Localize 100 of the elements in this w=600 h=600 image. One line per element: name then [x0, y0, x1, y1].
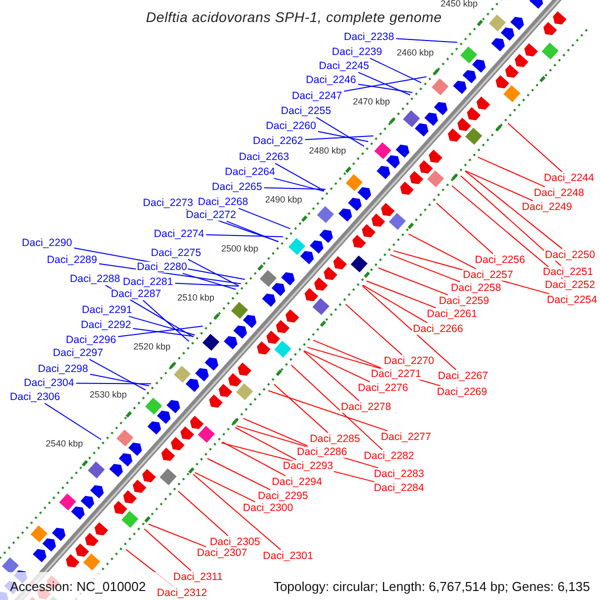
- gene-label: Daci_2244: [542, 172, 596, 184]
- leader-line: [132, 328, 194, 337]
- scale-label: 2500 kbp: [221, 244, 258, 254]
- gene-label: Daci_2293: [282, 460, 334, 472]
- gene-label: Daci_2263: [238, 152, 290, 162]
- leader-line: [118, 326, 204, 338]
- leader-line: [76, 382, 152, 384]
- leader-line: [144, 528, 192, 572]
- gene-label: Daci_2275: [150, 248, 202, 258]
- gene-label: Daci_2289: [46, 254, 98, 266]
- leader-line: [44, 402, 102, 440]
- leader-line: [362, 284, 428, 324]
- gene-label: Daci_2249: [520, 202, 574, 212]
- leader-line: [358, 72, 411, 96]
- gene-label: Daci_2277: [380, 432, 432, 442]
- gene-label: Daci_2274: [152, 228, 206, 240]
- gene-label: Daci_2248: [532, 188, 586, 198]
- gene-label: Daci_2271: [370, 368, 422, 380]
- gene-label: Daci_2272: [184, 210, 238, 220]
- gene-label: Daci_2288: [68, 274, 122, 284]
- gene-label: Daci_2262: [252, 136, 304, 146]
- scale-label: 2480 kbp: [308, 146, 346, 156]
- leader-line: [242, 418, 308, 446]
- gene-label: Daci_2298: [36, 364, 90, 374]
- leader-line: [451, 185, 564, 280]
- gene-label: Daci_2304: [22, 378, 76, 388]
- gene-label: Daci_2295: [256, 490, 310, 502]
- gene-label: Daci_2292: [80, 320, 132, 330]
- leader-line: [390, 254, 460, 282]
- leader-line: [316, 116, 365, 147]
- scale-label: 2450 kbp: [440, 0, 478, 9]
- leader-line: [464, 170, 563, 250]
- leader-line: [370, 58, 422, 84]
- gene-label: Daci_2252: [544, 280, 596, 290]
- gene-label: Daci_2286: [296, 446, 348, 458]
- gene-label: Daci_2306: [8, 392, 62, 402]
- leader-line: [274, 162, 325, 192]
- gene-label: Daci_2301: [262, 550, 314, 562]
- leader-line: [345, 304, 402, 356]
- gene-label: Daci_2305: [208, 536, 262, 548]
- gene-label: Daci_2257: [462, 270, 514, 280]
- gene-label: Daci_2290: [20, 238, 74, 248]
- leader-line: [234, 427, 297, 460]
- gene-label: Daci_2256: [474, 254, 526, 266]
- leader-line: [477, 156, 546, 188]
- leader-line: [238, 208, 291, 230]
- leader-line: [264, 187, 326, 190]
- leader-line: [206, 234, 284, 238]
- leader-line: [222, 441, 286, 476]
- gene-label: Daci_2300: [242, 502, 294, 514]
- gene-label: Daci_2264: [224, 166, 276, 178]
- gene-label: Daci_2276: [356, 382, 410, 394]
- leader-line: [178, 490, 228, 536]
- leader-line: [274, 384, 328, 434]
- gene-label: Daci_2250: [544, 250, 596, 260]
- leader-line: [312, 340, 382, 368]
- leader-line: [174, 282, 240, 287]
- leader-line: [268, 390, 388, 432]
- leader-line: [366, 280, 436, 308]
- leader-line: [182, 272, 236, 290]
- gene-label: Daci_2283: [372, 468, 426, 480]
- leader-line: [303, 350, 360, 402]
- leader-line: [436, 202, 494, 254]
- genome-summary: Topology: circular; Length: 6,767,514 bp; Genes: 6,135: [273, 579, 590, 594]
- gene-label: Daci_2269: [436, 386, 488, 398]
- leader-line: [142, 300, 190, 342]
- gene-label: Daci_2291: [80, 304, 134, 316]
- leader-line: [192, 474, 282, 550]
- gene-label: Daci_2246: [304, 74, 358, 86]
- gene-label: Daci_2255: [280, 106, 332, 116]
- gene-label: Daci_2311: [172, 572, 224, 582]
- gene-label: Daci_2251: [542, 266, 594, 278]
- gene-label: Daci_2261: [426, 308, 478, 320]
- leader-line: [358, 84, 413, 93]
- scale-label: 2490 kbp: [265, 195, 302, 204]
- gene-label: Daci_2287: [110, 288, 162, 300]
- scale-label: 2520 kbp: [134, 342, 171, 352]
- accession-text: Accession: NC_010002: [10, 579, 146, 594]
- leader-line: [378, 267, 448, 296]
- leader-line: [318, 131, 369, 142]
- gene-label: Daci_2296: [64, 334, 118, 346]
- leader-line: [304, 350, 370, 382]
- gene-label: Daci_2282: [362, 450, 416, 462]
- gene-label: Daci_2281: [122, 276, 174, 288]
- leader-line: [90, 374, 150, 386]
- leader-line: [290, 364, 383, 450]
- scale-label: 2530 kbp: [90, 390, 127, 400]
- diagram-title: Delftia acidovorans SPH-1, complete genome: [146, 9, 442, 25]
- leader-line: [508, 122, 562, 172]
- leader-line: [226, 220, 279, 242]
- scale-label: 2460 kbp: [396, 48, 434, 58]
- gene-label: Daci_2280: [136, 262, 188, 272]
- gene-label: Daci_2258: [450, 282, 502, 294]
- leader-line: [128, 316, 196, 336]
- gene-label: Daci_2239: [330, 46, 384, 58]
- leader-line: [460, 175, 562, 266]
- leader-line: [396, 38, 458, 43]
- gene-label: Daci_2285: [308, 434, 362, 444]
- gene-label: Daci_2273: [142, 198, 194, 208]
- gene-label: Daci_2245: [318, 60, 370, 72]
